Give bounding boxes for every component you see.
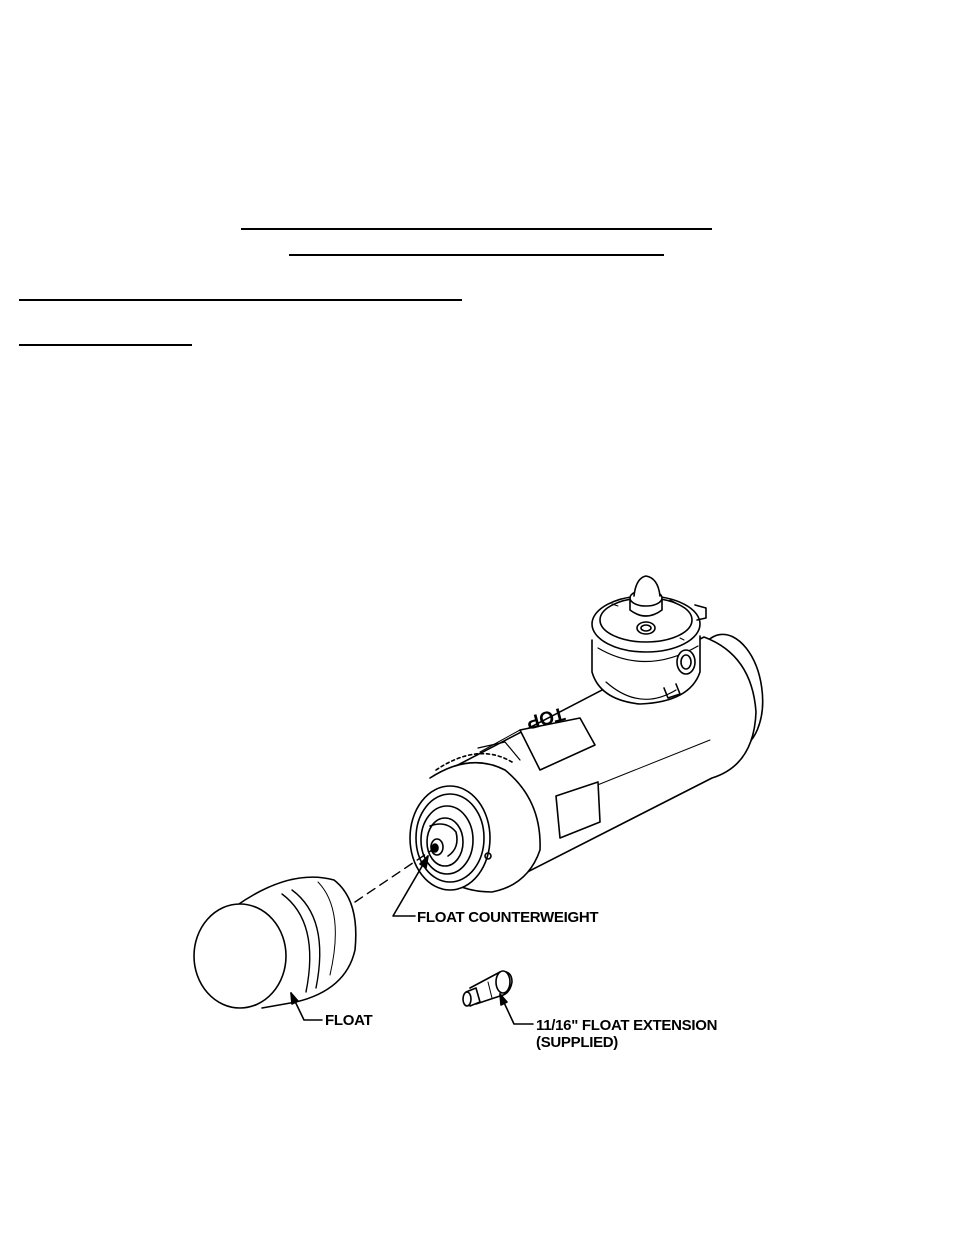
label-float: FLOAT [325, 1012, 373, 1029]
label-float-counterweight: FLOAT COUNTERWEIGHT [417, 909, 598, 926]
heading-rule-1 [241, 228, 712, 230]
switch-head [591, 575, 707, 705]
switch-body [409, 633, 764, 893]
leader-float [290, 992, 323, 1021]
alignment-line [354, 849, 433, 903]
section-rule-2 [19, 344, 192, 346]
section-rule-1 [19, 299, 462, 301]
leader-counterweight [392, 855, 429, 917]
label-supplied: (SUPPLIED) [536, 1034, 618, 1051]
label-float-extension: 11/16" FLOAT EXTENSION [536, 1017, 717, 1034]
leader-extension [499, 993, 534, 1025]
float-extension-part [462, 970, 513, 1007]
float [193, 876, 357, 1009]
heading-rule-2 [289, 254, 664, 256]
